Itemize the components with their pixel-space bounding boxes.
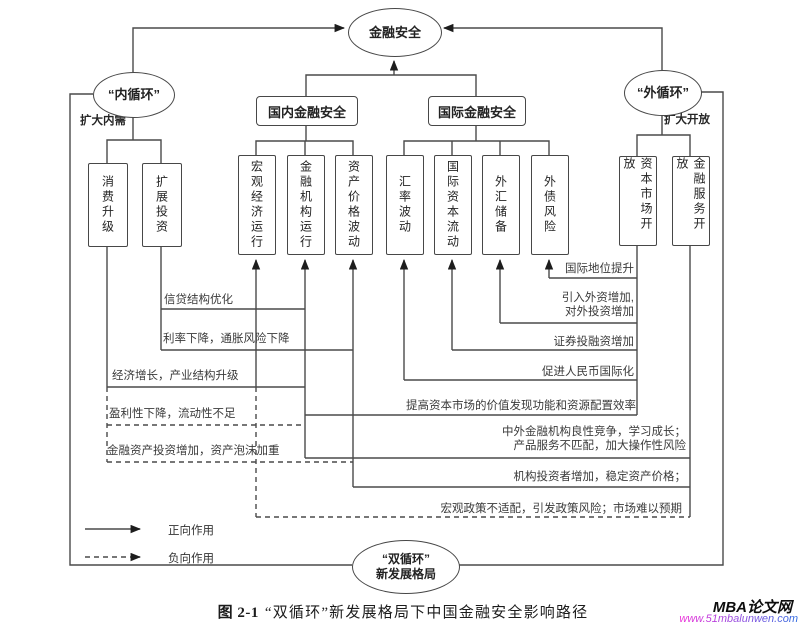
factor-box-international-capital-flow: 国际资本流动	[434, 155, 472, 255]
path-label-profitability-liquidity-down: 盈利性下降，流动性不足	[109, 408, 236, 420]
path-label-institution-competition: 中外金融机构良性竞争，学习成长； 产品服务不匹配，加大操作性风险	[502, 426, 686, 452]
path-label-international-status-up: 国际地位提升	[565, 263, 634, 275]
path-label-institutional-investors: 机构投资者增加，稳定资产价格；	[513, 471, 687, 483]
dashed-connector-lines	[106, 387, 690, 518]
watermark-site-name: MBA论文网	[712, 599, 792, 616]
path-label-economic-growth-upgrade: 经济增长，产业结构升级	[112, 370, 239, 382]
figure-caption-text: “双循环”新发展格局下中国金融安全影响路径	[264, 605, 589, 621]
factor-box-expand-investment: 扩展投资	[142, 163, 182, 247]
node-financial-security: 金融安全	[348, 8, 442, 57]
factor-box-capital-market-opening: 资本市场开放	[619, 156, 657, 246]
figure-number: 图 2-1	[217, 605, 259, 621]
factor-box-consumption-upgrade: 消费升级	[88, 163, 128, 247]
legend-negative-label: 负向作用	[168, 553, 214, 565]
factor-box-foreign-exchange-reserves: 外汇储备	[482, 155, 520, 255]
watermark-site-url: www.51mbalunwen.com	[679, 613, 798, 625]
node-outer-circulation: “外循环”	[624, 70, 702, 116]
label-expand-domestic-demand: 扩大内需	[80, 115, 126, 127]
factor-box-asset-price-volatility: 资产价格波动	[335, 155, 373, 255]
node-international-financial-security: 国际金融安全	[428, 96, 526, 126]
dual-circulation-line2: 新发展格局	[375, 567, 436, 581]
factor-box-macro-economy-operation: 宏观经济运行	[238, 155, 276, 255]
node-domestic-financial-security: 国内金融安全	[256, 96, 358, 126]
solid-connector-lines	[69, 74, 724, 566]
path-label-credit-structure-optimization: 信贷结构优化	[164, 294, 233, 306]
legend-positive-label: 正向作用	[168, 525, 214, 537]
node-inner-circulation: “内循环”	[93, 72, 175, 118]
label-expand-opening-up: 扩大开放	[664, 114, 710, 126]
factor-box-foreign-debt-risk: 外债风险	[531, 155, 569, 255]
factor-box-exchange-rate-volatility: 汇率波动	[386, 155, 424, 255]
factor-box-financial-institution-operation: 金融机构运行	[287, 155, 325, 255]
path-label-interest-rate-inflation-down: 利率下降，通胀风险下降	[163, 333, 290, 345]
path-label-macro-policy-mismatch: 宏观政策不适配，引发政策风险；市场难以预期	[440, 503, 683, 515]
figure-caption: 图 2-1 “双循环”新发展格局下中国金融安全影响路径	[0, 601, 806, 622]
node-dual-circulation: “双循环” 新发展格局	[352, 540, 460, 594]
dual-circulation-line1: “双循环”	[381, 552, 430, 566]
path-label-asset-bubble-aggravation: 金融资产投资增加，资产泡沫加重	[107, 445, 280, 457]
factor-box-financial-services-opening: 金融服务开放	[672, 156, 710, 246]
path-label-foreign-investment-increase: 引入外资增加, 对外投资增加	[561, 292, 634, 318]
path-label-capital-market-efficiency: 提高资本市场的价值发现功能和资源配置效率	[406, 400, 636, 412]
path-label-rmb-internationalization: 促进人民币国际化	[542, 366, 634, 378]
arrow-lines	[85, 23, 663, 562]
path-label-securities-financing-increase: 证券投融资增加	[553, 336, 635, 348]
